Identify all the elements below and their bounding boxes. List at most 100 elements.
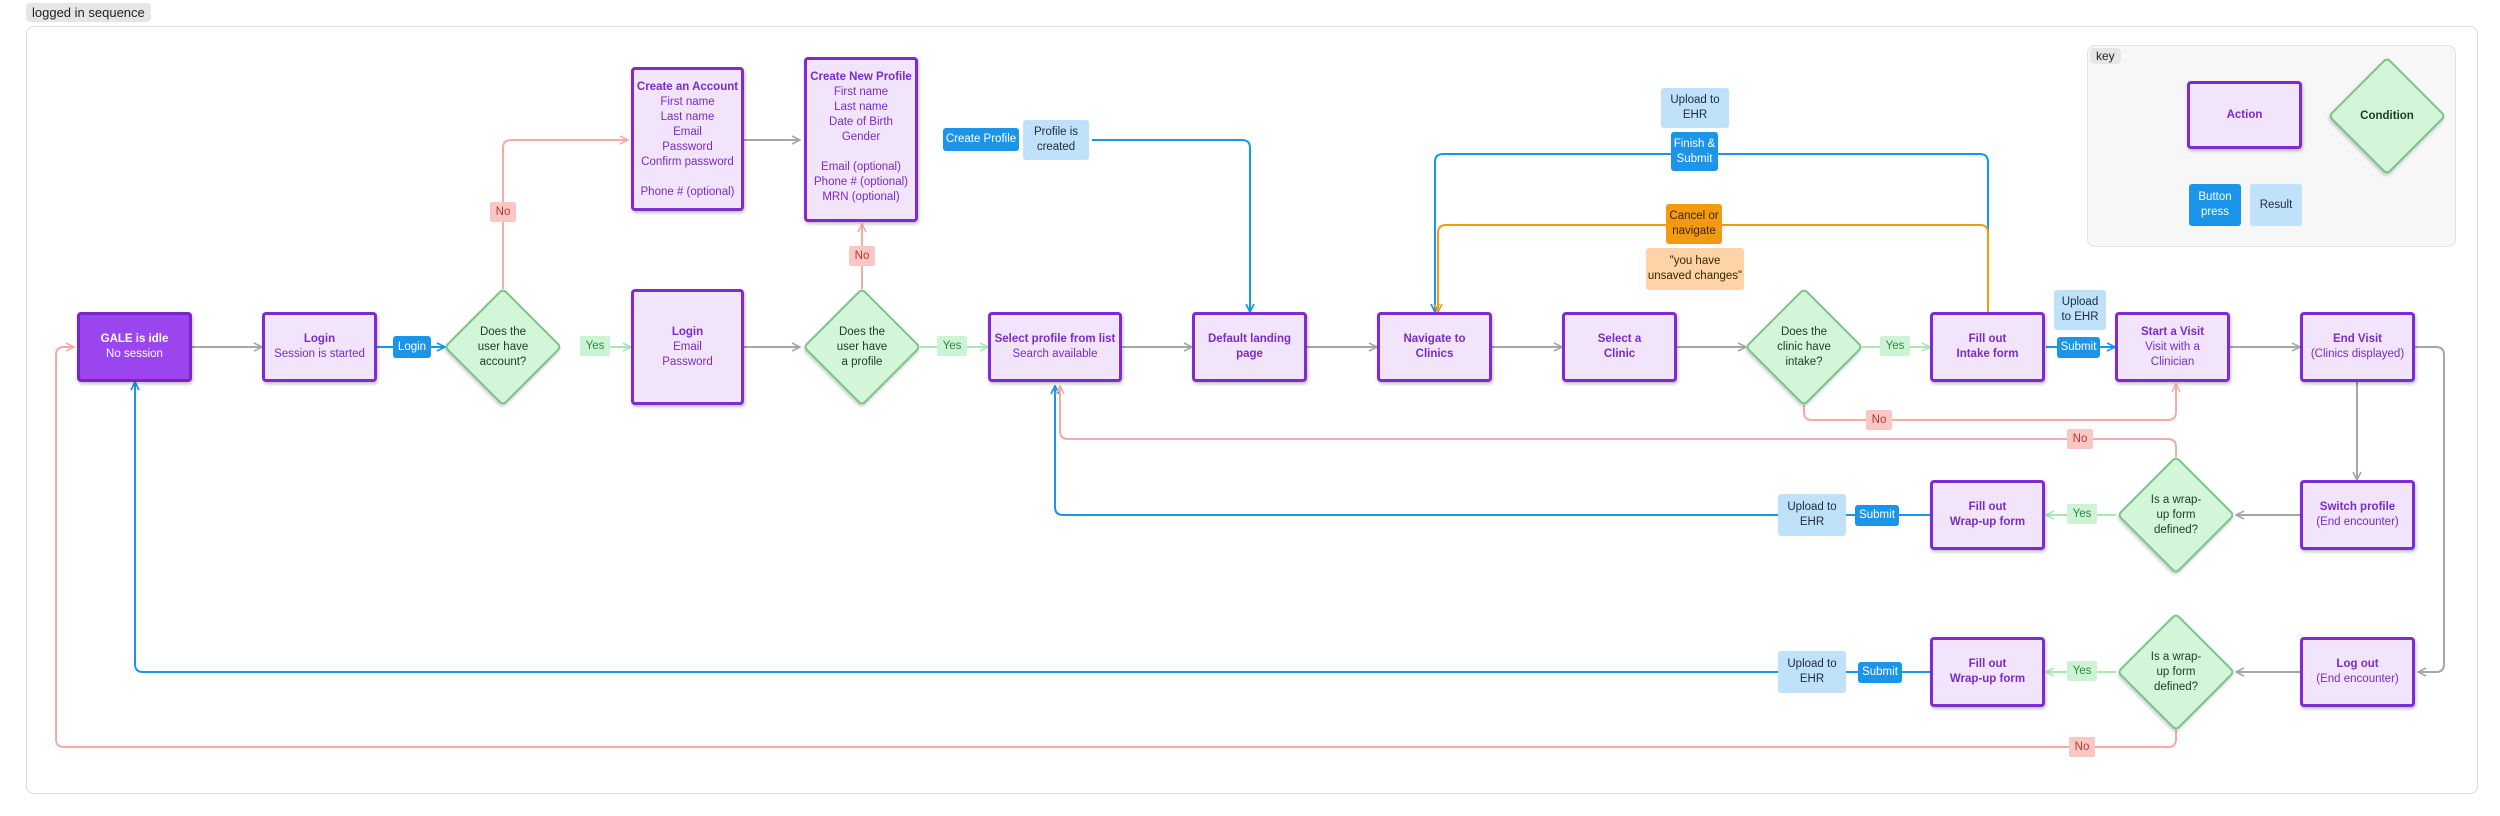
node-title: Navigate to <box>1403 333 1466 345</box>
decision-line: clinic have <box>1777 340 1831 353</box>
node-subtitle: No session <box>106 348 163 360</box>
result-line: Profile is <box>1033 126 1079 138</box>
decision-wrapup-defined-2: Is a wrap- up form defined? <box>2116 647 2236 697</box>
node-navigate-clinics: Navigate to Clinics <box>1377 312 1492 382</box>
no-label-intake: No <box>1866 410 1892 430</box>
no-label-wrapup2: No <box>2069 737 2095 757</box>
result-line: EHR <box>1799 673 1825 685</box>
node-create-profile: Create New Profile First name Last name … <box>804 57 918 222</box>
node-title: Create an Account <box>636 81 739 93</box>
node-subtitle: (Clinics displayed) <box>2310 348 2405 360</box>
node-line: Email (optional) <box>821 161 901 173</box>
node-line: Password <box>662 355 713 368</box>
result-line: created <box>1036 141 1076 153</box>
node-title: Select a <box>1597 333 1642 345</box>
node-intake-form: Fill out Intake form <box>1930 312 2045 382</box>
button-line: navigate <box>1672 225 1716 237</box>
flow-no-wrapup2 <box>55 347 2177 748</box>
decision-line: user have <box>836 340 888 353</box>
cancel-navigate-button: Cancel or navigate <box>1666 204 1722 244</box>
result-unsaved-changes: "you have unsaved changes" <box>1646 248 1744 290</box>
key-action: Action <box>2187 81 2302 149</box>
result-line: unsaved changes" <box>1647 270 1743 282</box>
node-select-profile: Select profile from list Search availabl… <box>988 312 1122 382</box>
flow-wrapup2-to-idle <box>135 382 1930 673</box>
node-title: Clinics <box>1415 348 1454 360</box>
key-result: Result <box>2250 184 2302 226</box>
no-label-wrapup1: No <box>2067 429 2093 449</box>
result-upload-ehr-top: Upload to EHR <box>1661 88 1729 128</box>
finish-submit-button: Finish & Submit <box>1671 132 1718 171</box>
node-login-credentials: Login Email Password <box>631 289 744 405</box>
node-subtitle: (End encounter) <box>2316 673 2399 685</box>
node-line: Gender <box>841 131 881 143</box>
no-label-profile: No <box>849 246 875 266</box>
result-line: EHR <box>1799 516 1825 528</box>
node-line: Confirm password <box>641 156 734 168</box>
key-button-line: Button <box>2198 191 2232 203</box>
node-title: Select profile from list <box>994 333 1116 345</box>
result-line: Upload <box>2061 296 2099 308</box>
key-action-label: Action <box>2226 108 2263 121</box>
node-title: Create New Profile <box>810 71 912 83</box>
node-line: Phone # (optional) <box>640 186 735 198</box>
result-upload-ehr-intake: Upload to EHR <box>2054 290 2106 330</box>
decision-line: up form <box>2156 508 2196 521</box>
node-title: Login <box>671 325 704 338</box>
node-line: Visit with a <box>2145 340 2200 353</box>
decision-line: up form <box>2156 665 2196 678</box>
node-default-landing: Default landing page <box>1192 312 1307 382</box>
yes-label-profile: Yes <box>937 336 967 356</box>
wrapup2-submit-button: Submit <box>1858 662 1902 683</box>
create-profile-button: Create Profile <box>943 128 1019 151</box>
node-title: Clinic <box>1603 348 1636 360</box>
node-line: MRN (optional) <box>822 191 900 203</box>
yes-label-intake: Yes <box>1880 336 1910 356</box>
node-gale-idle: GALE is idle No session <box>77 312 192 382</box>
result-line: Upload to <box>1787 658 1837 670</box>
yes-label-wrapup1: Yes <box>2067 504 2097 524</box>
decision-line: Does the <box>479 325 527 338</box>
flow-profile-created-to-landing <box>1092 139 1250 312</box>
key-label: key <box>2090 48 2121 64</box>
wrapup1-submit-button: Submit <box>1855 505 1899 526</box>
node-start-visit: Start a Visit Visit with a Clinician <box>2115 312 2230 382</box>
node-end-visit: End Visit (Clinics displayed) <box>2300 312 2415 382</box>
diagram-title: logged in sequence <box>26 3 151 22</box>
node-line: Last name <box>660 111 715 123</box>
node-title: Fill out <box>1968 333 2007 345</box>
node-subtitle: (End encounter) <box>2316 516 2399 528</box>
node-subtitle: Session is started <box>274 348 365 360</box>
node-title: Login <box>303 333 336 345</box>
node-wrapup-form-1: Fill out Wrap-up form <box>1930 480 2045 550</box>
result-line: "you have <box>1669 255 1721 267</box>
result-line: to EHR <box>2061 311 2099 323</box>
decision-has-account: Does the user have account? <box>443 322 563 372</box>
result-profile-created: Profile is created <box>1023 120 1089 160</box>
login-button: Login <box>393 336 431 358</box>
result-upload-ehr-wrapup1: Upload to EHR <box>1778 494 1846 536</box>
node-line: First name <box>833 86 889 98</box>
result-line: Upload to <box>1670 94 1720 106</box>
flow-wrapup1-to-select-profile <box>1055 386 1930 516</box>
node-title: page <box>1236 348 1263 360</box>
node-select-clinic: Select a Clinic <box>1562 312 1677 382</box>
flow-no-wrapup1 <box>1060 386 2177 457</box>
node-title: Wrap-up form <box>1949 516 2026 528</box>
node-title: Default landing <box>1207 333 1292 345</box>
node-subtitle: Search available <box>1012 348 1098 360</box>
node-create-account: Create an Account First name Last name E… <box>631 67 744 211</box>
node-title: Fill out <box>1968 658 2007 670</box>
button-line: Cancel or <box>1669 210 1719 222</box>
decision-line: Is a wrap- <box>2150 493 2202 506</box>
node-line: Email <box>673 126 702 138</box>
node-wrapup-form-2: Fill out Wrap-up form <box>1930 637 2045 707</box>
decision-line: Does the <box>838 325 886 338</box>
node-title: Switch profile <box>2319 501 2396 513</box>
button-line: Submit <box>1676 152 1713 165</box>
node-title: Fill out <box>1968 501 2007 513</box>
node-title: End Visit <box>2333 333 2382 345</box>
node-line: Last name <box>834 101 888 113</box>
node-title: Start a Visit <box>2140 325 2205 338</box>
decision-line: defined? <box>2153 523 2199 536</box>
